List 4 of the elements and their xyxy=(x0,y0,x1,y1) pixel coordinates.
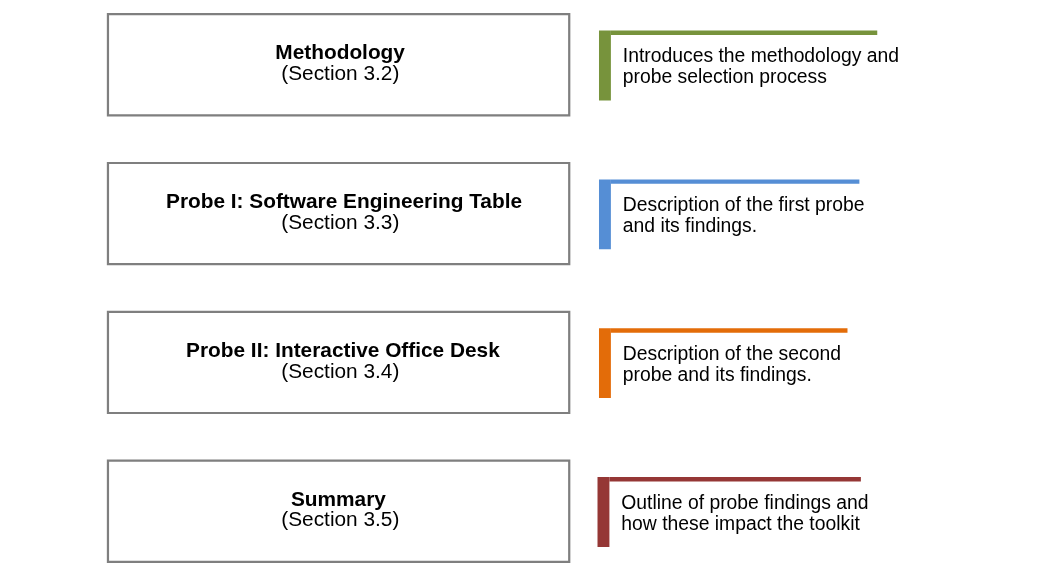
node-label: Description of the first probe and its findings. xyxy=(622,193,865,237)
node-label: Outline of probe findings and how these impact the toolkit xyxy=(621,490,869,534)
node-label: Description of the second probe and its findings. xyxy=(622,342,841,385)
node-label: Introduces the methodology and probe selection process xyxy=(622,44,899,88)
